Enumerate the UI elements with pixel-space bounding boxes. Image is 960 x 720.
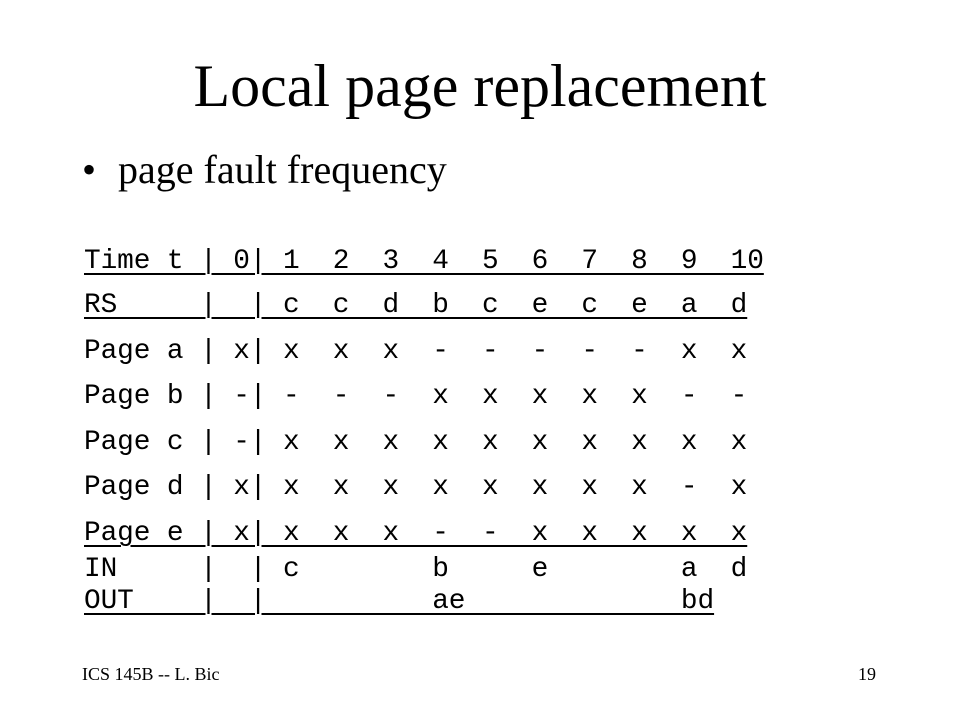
table-row-page-b: Page b | -| - - - x x x x x - - [84, 381, 748, 412]
footer-page-number: 19 [858, 664, 876, 684]
table-row-page-a: Page a | x| x x x - - - - - x x [84, 336, 748, 367]
bullet-item: • page fault frequency [82, 144, 447, 196]
slide-title: Local page replacement [193, 53, 767, 119]
table-row-out: OUT | | ae bd [84, 586, 715, 617]
table-row-in: IN | | c b e a d [84, 554, 748, 585]
bullet-text: page fault frequency [118, 147, 447, 192]
table-header-row: Time t | 0| 1 2 3 4 5 6 7 8 9 10 [84, 246, 764, 277]
table-row-page-e: Page e | x| x x x - - x x x x x [84, 518, 748, 549]
table-row-page-c: Page c | -| x x x x x x x x x x [84, 427, 748, 458]
table-row-rs: RS | | c c d b c e c e a d [84, 290, 748, 321]
footer-course: ICS 145B -- L. Bic [82, 664, 220, 684]
table-row-page-d: Page d | x| x x x x x x x x - x [84, 472, 748, 503]
bullet-dot: • [82, 147, 97, 192]
